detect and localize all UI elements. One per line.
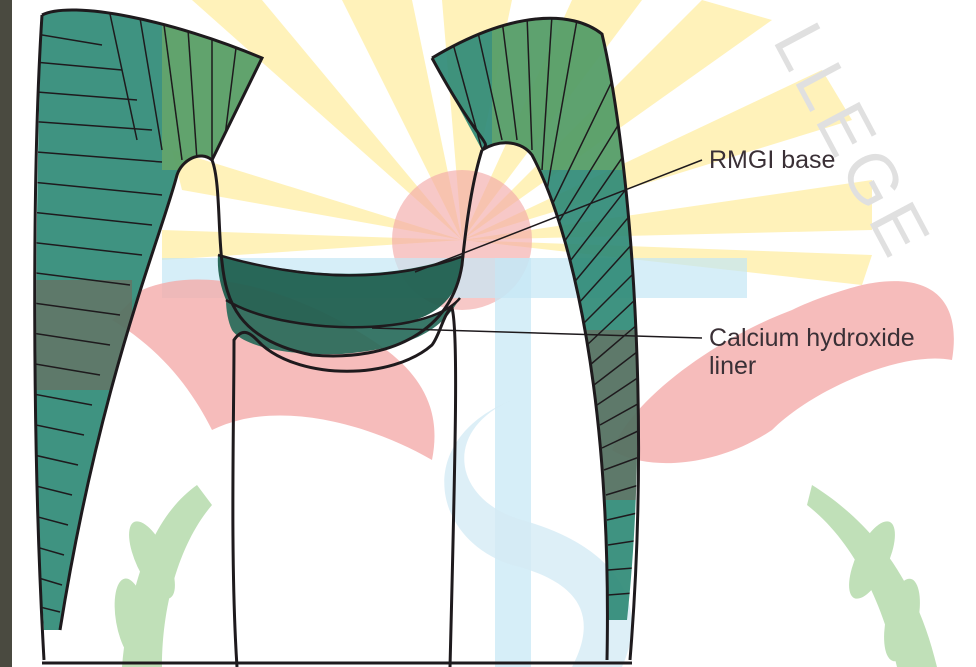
watermark-text: LLEGE [759, 10, 948, 272]
rmgi-base-label: RMGI base [709, 146, 835, 174]
diagram-canvas: LLEGE [12, 0, 976, 667]
liner-label: liner [709, 352, 756, 380]
watermark-staff [495, 258, 531, 667]
calcium-hydroxide-label: Calcium hydroxide [709, 324, 915, 352]
watermark-right-wing [612, 281, 954, 463]
